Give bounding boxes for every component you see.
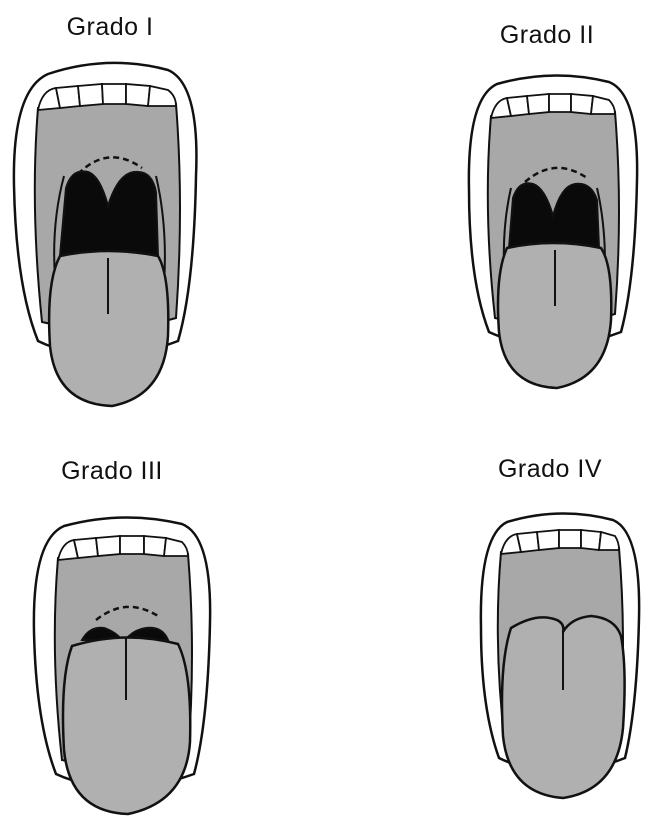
grade-1-title: Grado I (0, 12, 240, 42)
grade-3-mouth-illustration (28, 512, 218, 822)
grade-1-mouth-illustration (8, 56, 208, 416)
grade-2-mouth-illustration (463, 70, 643, 400)
grade-3-title: Grado III (0, 456, 242, 486)
grade-4-mouth-illustration (475, 508, 645, 808)
grade-4-title: Grado IV (420, 454, 659, 484)
grade-2-title: Grado II (417, 20, 659, 50)
